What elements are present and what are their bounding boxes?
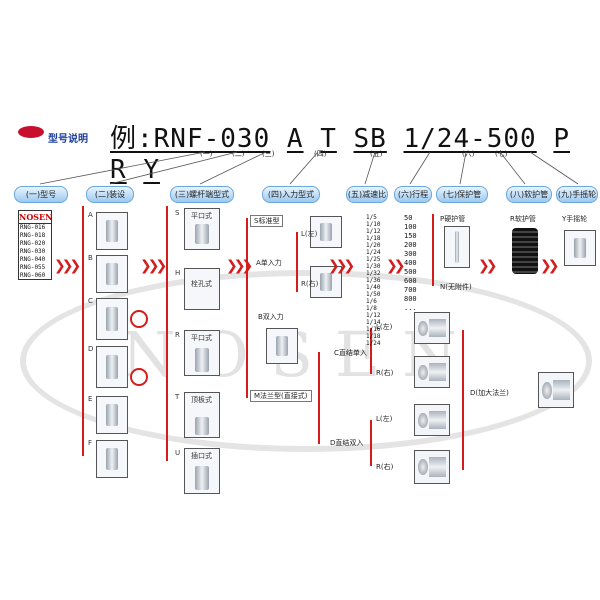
category-handwheel: (九)手摇轮 [556,186,598,203]
detail-circle [130,310,148,328]
model-item: RNG-040 [20,256,46,263]
brand-logo [18,126,44,138]
model-item: RNG-018 [20,232,46,239]
input-bracket-line [246,218,248,398]
input-a-single: A单入力 [256,259,282,267]
model-item: RNG-030 [20,248,46,255]
mounting-image-c: C [88,297,128,340]
arrow-icon: ❯❯❯ [140,258,167,274]
model-part-input: SB [353,124,387,154]
part-number-4: (四) [314,150,327,158]
flange-image-c-left [414,312,450,344]
model-part-protection: P [553,124,571,154]
model-list: NOSEN RNG-016 RNG-018 RNG-020 RNG-030 RN… [18,210,52,280]
page-title: 型号说明 [48,134,88,145]
protection-image [444,226,470,268]
model-part-mounting: A [286,124,304,154]
flange-image-d-right [414,450,450,484]
category-boot: (八)软护管 [506,186,552,203]
boot-label: R软护管 [510,215,536,223]
input-image-right: R(右) [301,266,342,298]
model-list-brand: NOSEN [19,212,53,224]
flange-join-line [462,330,464,470]
input-image-double [266,328,298,364]
model-item: RNG-060 [20,272,46,279]
mounting-image-a: A [88,211,128,250]
flange-image-c-right [414,356,450,388]
category-model: (一)型号 [14,186,68,203]
arrow-icon: ❯❯ [386,258,406,274]
screw-end-bracket-line [166,206,168,461]
d-large-flange: D(加大法兰) [470,389,509,397]
input-b-double: B双入力 [258,313,284,321]
c-right: R(右) [376,369,394,377]
handwheel-image [564,230,596,266]
detail-circle [130,368,148,386]
bellows-boot-image [512,228,538,274]
protection-hard: P硬护管 [440,215,466,223]
model-part-screw-end: T [320,124,337,154]
mounting-image-e: E [88,395,128,434]
c-left: L(左) [376,323,393,331]
input-image-left: L(左) [301,216,342,248]
category-ratio: (五)减速比 [346,186,388,203]
model-item: RNG-016 [20,224,46,231]
category-input: (四)入力型式 [262,186,320,203]
protection-bracket-line [432,214,434,286]
model-part-series: 例:RNF-030 [110,124,271,154]
category-protection: (七)保护管 [436,186,488,203]
category-screw-end: (三)螺杆端型式 [170,186,234,203]
mounting-image-b: B [88,254,128,293]
c-branch-line [370,328,372,374]
d-branch-line [370,420,372,466]
d-right: R(右) [376,463,394,471]
arrow-icon: ❯❯❯ [328,258,355,274]
model-item: RNG-055 [20,264,46,271]
input-a-branch-line [296,232,298,292]
watermark-ellipse [20,270,592,452]
category-stroke: (六)行程 [394,186,432,203]
part-number-1: (一) [200,150,213,158]
flange-image-large [538,372,574,408]
arrow-icon: ❯❯ [478,258,498,274]
arrow-icon: ❯❯❯ [54,258,81,274]
connector-lines [39,151,579,185]
input-c-direct-single: C直结单入 [334,349,367,357]
input-flange: M法兰型(直接式) [250,390,312,402]
part-number-6: (六) [462,150,475,158]
part-number-2: (二) [232,150,245,158]
model-part-handwheel: Y [143,155,160,185]
model-part-boot: R [110,155,127,185]
flange-image-d-left [414,404,450,436]
mounting-image-f: F [88,439,128,478]
part-number-5: (五) [370,150,383,158]
input-d-direct-double: D直结双入 [330,439,364,447]
protection-none: N(无附件) [440,283,472,291]
handwheel-label: Y手摇轮 [562,215,588,223]
flange-branch-line [318,352,320,444]
d-left: L(左) [376,415,393,423]
input-standard: S标准型 [250,215,284,227]
arrow-icon: ❯❯ [540,258,560,274]
mounting-image-d: D [88,345,128,388]
category-mounting: (二)装设 [86,186,134,203]
part-number-3: (三) [262,150,275,158]
model-part-ratio-stroke: 1/24-500 [403,124,537,154]
model-item: RNG-020 [20,240,46,247]
model-code-example: 例:RNF-030 A T SB 1/24-500 P R Y [110,118,600,185]
mounting-bracket-line [82,206,84,456]
